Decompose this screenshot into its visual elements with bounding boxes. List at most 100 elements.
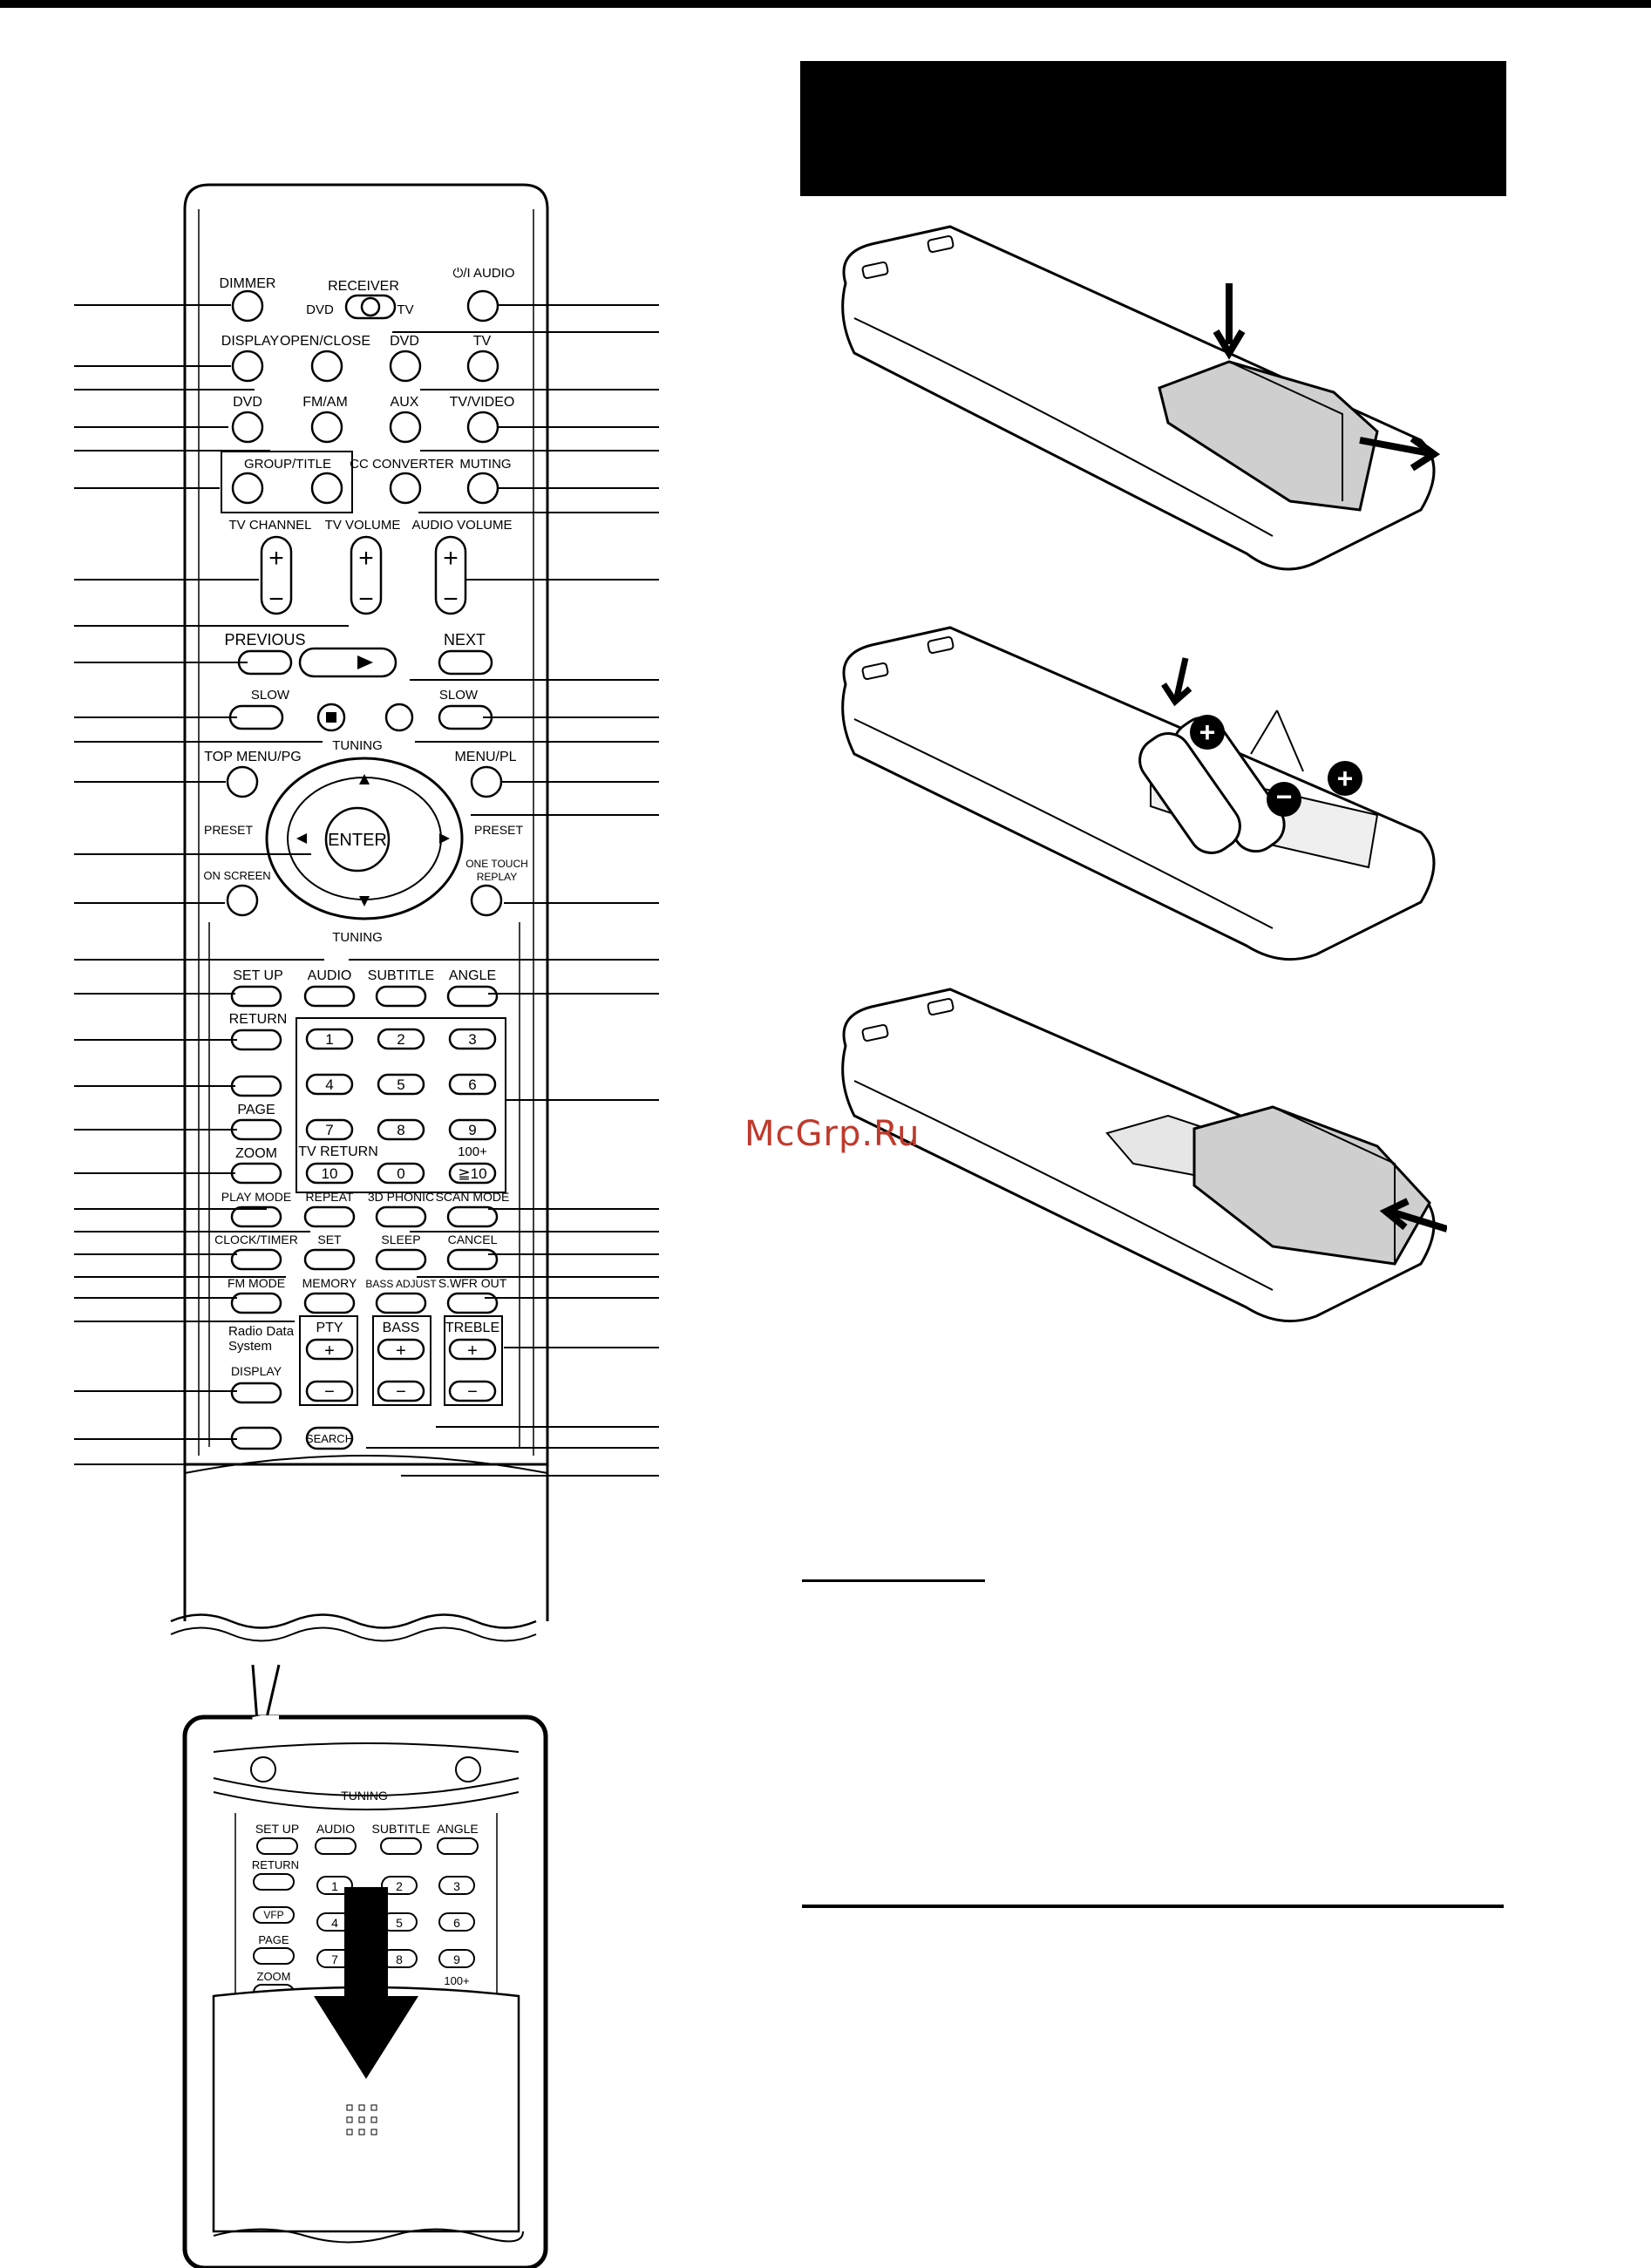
return-button[interactable] [230, 1029, 282, 1051]
button-label: TV RETURN [298, 1144, 378, 1159]
play-mode-button[interactable] [230, 1205, 282, 1228]
pty-plus-button[interactable] [305, 1338, 354, 1361]
tv-power-button[interactable] [466, 350, 499, 383]
bass-minus-button[interactable] [377, 1380, 425, 1402]
button-label: PRESET [204, 823, 253, 837]
button-label: 0 [397, 1165, 404, 1182]
group-title-next-button[interactable] [310, 472, 343, 505]
button-label: Radio Data [228, 1324, 295, 1339]
tv-video-button[interactable] [466, 411, 499, 444]
button-label: TV [397, 302, 413, 317]
inset-label: 4 [331, 1916, 338, 1930]
button-label: S.WFR OUT [438, 1276, 507, 1290]
button-label: OPEN/CLOSE [280, 334, 370, 349]
search-button[interactable] [305, 1426, 354, 1450]
one-touch-replay-button[interactable] [470, 884, 503, 917]
audio-power-button[interactable] [466, 289, 499, 323]
next-button[interactable] [438, 649, 493, 676]
fm-am-button[interactable] [310, 411, 343, 444]
display-button[interactable] [231, 350, 264, 383]
angle-button[interactable] [446, 985, 499, 1008]
pty-minus-button[interactable] [305, 1380, 354, 1402]
number-key-3[interactable] [448, 1028, 497, 1050]
muting-button[interactable] [466, 472, 499, 505]
vfp-button[interactable] [230, 1075, 282, 1097]
aux-button[interactable] [389, 411, 422, 444]
button-label: NEXT [444, 631, 486, 648]
inset-label: AUDIO [316, 1822, 355, 1836]
memory-button[interactable] [303, 1292, 356, 1314]
inset-label: 1 [331, 1879, 338, 1893]
watermark: McGrp.Ru [744, 1114, 921, 1154]
button-label: 6 [468, 1076, 476, 1093]
svg-text:−: − [358, 585, 374, 614]
button-label: RECEIVER [328, 279, 399, 294]
number-key-2[interactable] [377, 1028, 425, 1050]
repeat-button[interactable] [303, 1205, 356, 1228]
button-label: DVD [233, 395, 262, 410]
rds-display-button[interactable] [230, 1382, 282, 1404]
enter-button[interactable] [324, 806, 391, 873]
button-label: 5 [397, 1076, 404, 1093]
svg-text:+: + [467, 1341, 478, 1361]
number-key-8[interactable] [377, 1118, 425, 1141]
on-screen-button[interactable] [226, 884, 259, 917]
clock-timer-button[interactable] [230, 1248, 282, 1271]
bass-plus-button[interactable] [377, 1338, 425, 1361]
number-key-10[interactable] [305, 1162, 354, 1185]
button-label: BASS [383, 1321, 420, 1335]
treble-plus-button[interactable] [448, 1338, 497, 1361]
3d-phonic-button[interactable] [375, 1205, 427, 1228]
audio-button[interactable] [303, 985, 356, 1008]
cc-converter-button[interactable] [389, 472, 422, 505]
bass-adjust-button[interactable] [375, 1292, 427, 1314]
number-key-1[interactable] [305, 1028, 354, 1050]
subwoofer-out-button[interactable] [446, 1292, 499, 1314]
set-button[interactable] [303, 1248, 356, 1271]
dvd-button[interactable] [231, 411, 264, 444]
inset-label: ANGLE [437, 1822, 478, 1836]
number-key-0[interactable] [377, 1162, 425, 1185]
tv-channel-rocker[interactable] [260, 535, 293, 615]
button-label: 3D PHONIC [368, 1190, 434, 1204]
menu-pl-button[interactable] [470, 765, 503, 798]
dimmer-button[interactable] [231, 289, 264, 323]
svg-text:+: + [268, 544, 284, 573]
number-key-4[interactable] [305, 1073, 354, 1096]
open-close-button[interactable] [310, 350, 343, 383]
dvd-power-button[interactable] [389, 350, 422, 383]
top-menu-button[interactable] [226, 765, 259, 798]
step1-open-battery-cover [841, 225, 1441, 571]
inset-label: 8 [396, 1952, 403, 1966]
number-key-7[interactable] [305, 1118, 354, 1141]
svg-text:+: + [1337, 763, 1354, 794]
sleep-button[interactable] [375, 1248, 427, 1271]
cancel-button[interactable] [446, 1248, 499, 1271]
inset-label: ZOOM [257, 1970, 291, 1983]
rds-blank-button[interactable] [230, 1426, 282, 1450]
source-selector-knob[interactable] [360, 296, 381, 317]
fm-mode-button[interactable] [230, 1292, 282, 1314]
number-key-5[interactable] [377, 1073, 425, 1096]
button-label: TV VOLUME [325, 518, 401, 533]
slow-reverse-button[interactable] [228, 704, 284, 730]
button-label: 9 [468, 1122, 476, 1138]
setup-button[interactable] [230, 985, 282, 1008]
svg-text:+: + [396, 1341, 406, 1361]
number-key-plus10[interactable] [448, 1162, 497, 1185]
pause-button[interactable] [384, 703, 414, 732]
tv-volume-rocker[interactable] [350, 535, 383, 615]
button-label: AUX [391, 395, 419, 410]
number-key-6[interactable] [448, 1073, 497, 1096]
subtitle-button[interactable] [375, 985, 427, 1008]
top-rule [0, 0, 1651, 8]
group-title-prev-button[interactable] [231, 472, 264, 505]
audio-volume-rocker[interactable] [434, 535, 467, 615]
zoom-button[interactable] [230, 1162, 282, 1185]
play-button[interactable] [298, 647, 397, 678]
page-button[interactable] [230, 1118, 282, 1141]
number-key-9[interactable] [448, 1118, 497, 1141]
scan-mode-button[interactable] [446, 1205, 499, 1228]
treble-minus-button[interactable] [448, 1380, 497, 1402]
slide-down-arrow-icon [314, 1887, 418, 2079]
